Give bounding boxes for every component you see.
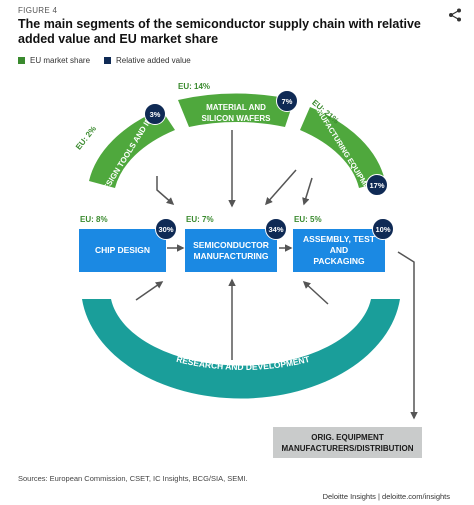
assembly-box: ASSEMBLY, TEST AND PACKAGING [293, 229, 385, 272]
figure-title: The main segments of the semiconductor s… [18, 17, 421, 46]
arrow-equipment-to-assembly [302, 177, 313, 206]
value-semiconductor: 34% [265, 218, 287, 240]
footer-credit[interactable]: Deloitte Insights | deloitte.com/insight… [322, 492, 450, 501]
oem-box: ORIG. EQUIPMENT MANUFACTURERS/DISTRIBUTI… [273, 427, 422, 458]
assembly-label: ASSEMBLY, TEST AND PACKAGING [303, 234, 375, 266]
wafers-label-1: MATERIAL AND [206, 103, 266, 112]
legend-eu-swatch [18, 57, 25, 64]
legend-value-label: Relative added value [116, 56, 191, 65]
value-chip-design: 30% [155, 218, 177, 240]
arc-design-tools [89, 109, 175, 188]
figure-label: FIGURE 4 [18, 6, 58, 15]
eu-semiconductor: EU: 7% [186, 215, 214, 224]
legend-eu-label: EU market share [30, 56, 91, 65]
wafers-label-2: SILICON WAFERS [202, 114, 272, 123]
legend: EU market share Relative added value [18, 56, 205, 65]
eu-assembly: EU: 5% [294, 215, 322, 224]
value-equipment: 17% [366, 174, 388, 196]
arc-equipment [300, 107, 385, 188]
oem-label: ORIG. EQUIPMENT MANUFACTURERS/DISTRIBUTI… [281, 432, 414, 453]
semiconductor-label: SEMICONDUCTOR MANUFACTURING [193, 239, 269, 261]
value-wafers: 7% [276, 90, 298, 112]
legend-value: Relative added value [104, 56, 191, 65]
arrow-equipment-to-semi [265, 169, 297, 206]
eu-chip-design: EU: 8% [80, 215, 108, 224]
chip-design-box: CHIP DESIGN [79, 229, 166, 272]
chip-design-label: CHIP DESIGN [94, 245, 151, 255]
sources-note: Sources: European Commission, CSET, IC I… [18, 474, 248, 483]
legend-eu: EU market share [18, 56, 90, 65]
eu-wafers: EU: 14% [178, 82, 211, 91]
arrow-assembly-to-oem [397, 251, 418, 420]
arrow-rd-to-assembly [302, 280, 329, 305]
arrow-design-to-semi [156, 176, 175, 205]
arc-wafers [178, 93, 294, 127]
arrow-rd-to-chip [135, 281, 164, 301]
arc-research-development [82, 299, 400, 399]
share-icon[interactable] [448, 8, 462, 22]
legend-value-swatch [104, 57, 112, 64]
value-design-tools: 3% [144, 103, 166, 125]
value-assembly: 10% [372, 218, 394, 240]
semiconductor-box: SEMICONDUCTOR MANUFACTURING [185, 229, 277, 272]
